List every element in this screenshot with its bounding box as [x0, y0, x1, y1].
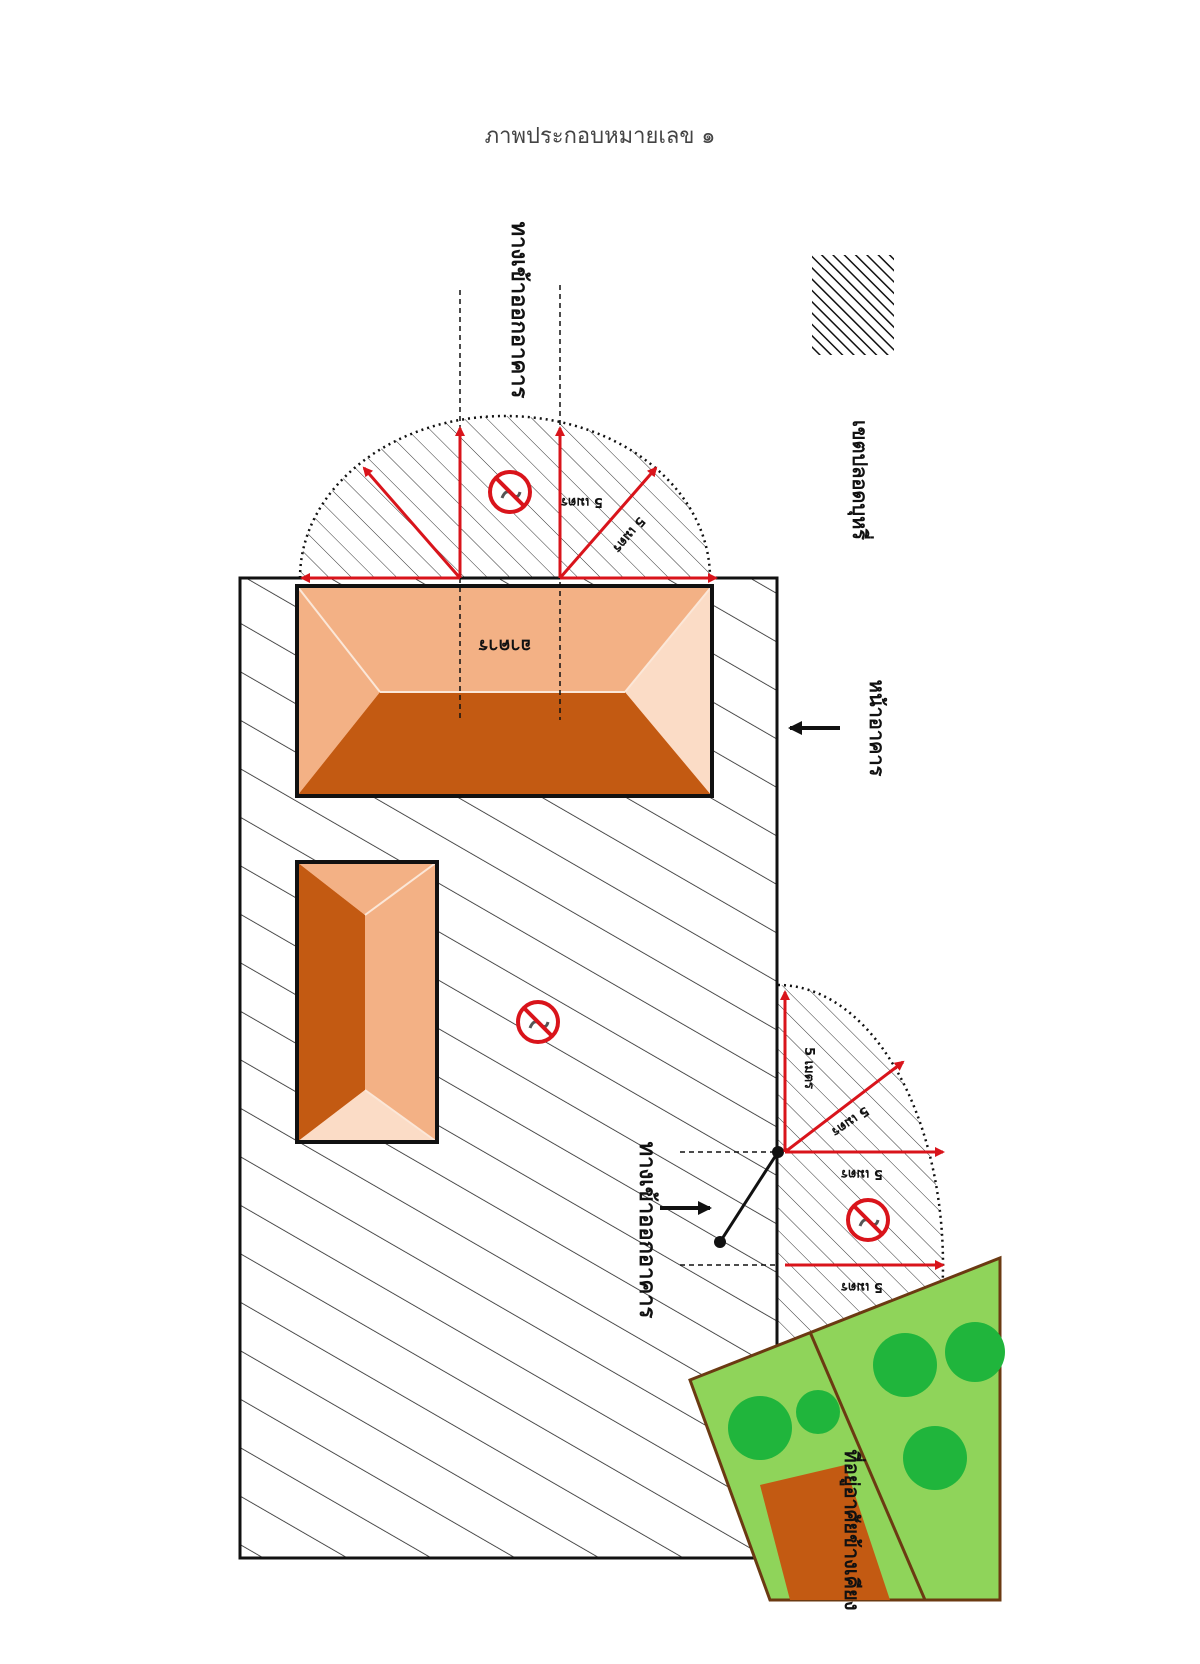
small-building	[295, 860, 439, 1144]
distance-label-d5: 5 เมตร	[841, 1166, 883, 1181]
entrance-exit-top-label: ทางเข้าออกอาคาร	[506, 222, 531, 399]
front-indicator: หน้าอาคาร	[788, 680, 889, 777]
side-distance-arrows	[780, 990, 945, 1270]
no-smoking-icon	[516, 1000, 560, 1044]
distance-label-d1: 5 เมตร	[561, 494, 603, 509]
front-label: หน้าอาคาร	[865, 680, 889, 777]
main-building: อาคาร	[295, 584, 714, 798]
neighbor-label: ที่อยู่อาศัยข้างเคียง	[838, 1450, 867, 1611]
smoking-area-legend-label: เขตปลอดบุหรี่	[847, 420, 875, 540]
building-label: อาคาร	[478, 635, 531, 656]
top-distance-arrows	[300, 426, 718, 583]
distance-label-d3: 5 เมตร	[801, 1047, 816, 1089]
entrance-exit-side-label: ทางเข้าออกอาคาร	[634, 1142, 659, 1319]
page-title: ภาพประกอบหมายเลข ๑	[484, 124, 716, 149]
side-entrance-guides	[660, 1146, 784, 1266]
no-smoking-icon	[488, 470, 532, 514]
no-smoking-icon	[846, 1198, 890, 1242]
neighbor-residence: ที่อยู่อาศัยข้างเคียง	[688, 1255, 1005, 1611]
legend: เขตปลอดบุหรี่	[812, 255, 894, 540]
distance-label-d6: 5 เมตร	[841, 1279, 883, 1294]
